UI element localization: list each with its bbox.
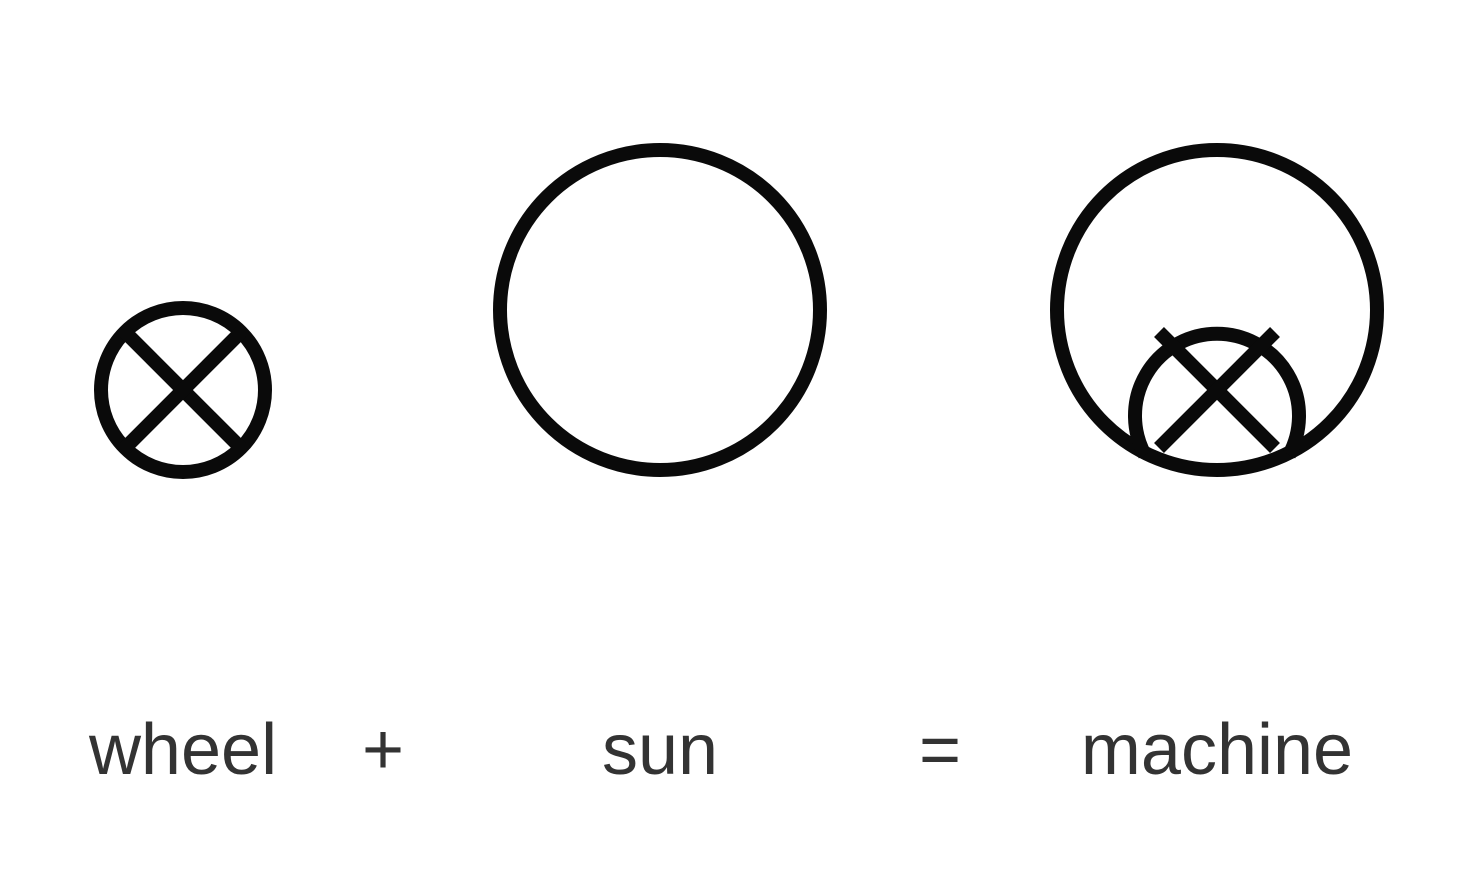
wheel-glyph-icon (94, 301, 272, 479)
sun-glyph-icon (493, 143, 827, 477)
sun-label: sun (601, 710, 719, 790)
plus-sign: + (361, 710, 405, 790)
equals-sign: = (918, 710, 962, 790)
machine-label: machine (1080, 710, 1354, 790)
wheel-label: wheel (88, 710, 278, 790)
machine-glyph-icon (1050, 143, 1384, 477)
